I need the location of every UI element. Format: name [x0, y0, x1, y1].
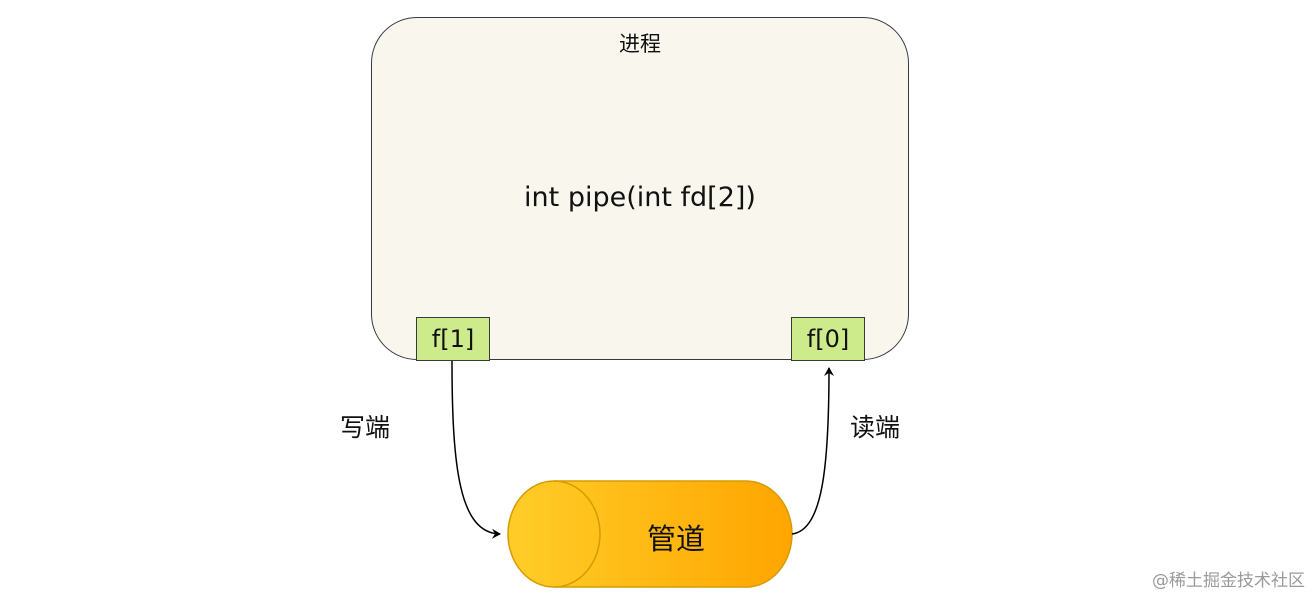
process-container — [371, 17, 909, 360]
write-fd-box: f[1] — [416, 317, 490, 361]
read-fd-box: f[0] — [791, 317, 865, 361]
write-arrow — [451, 360, 501, 539]
watermark: @稀土掘金技术社区 — [1152, 571, 1305, 591]
pipe-label: 管道 — [646, 522, 705, 556]
pipe-cylinder — [507, 480, 793, 588]
process-title: 进程 — [619, 32, 661, 56]
read-arrow — [791, 367, 834, 535]
pipe-function-signature: int pipe(int fd[2]) — [524, 182, 756, 213]
read-end-label: 读端 — [850, 413, 901, 442]
write-end-label: 写端 — [340, 413, 391, 442]
